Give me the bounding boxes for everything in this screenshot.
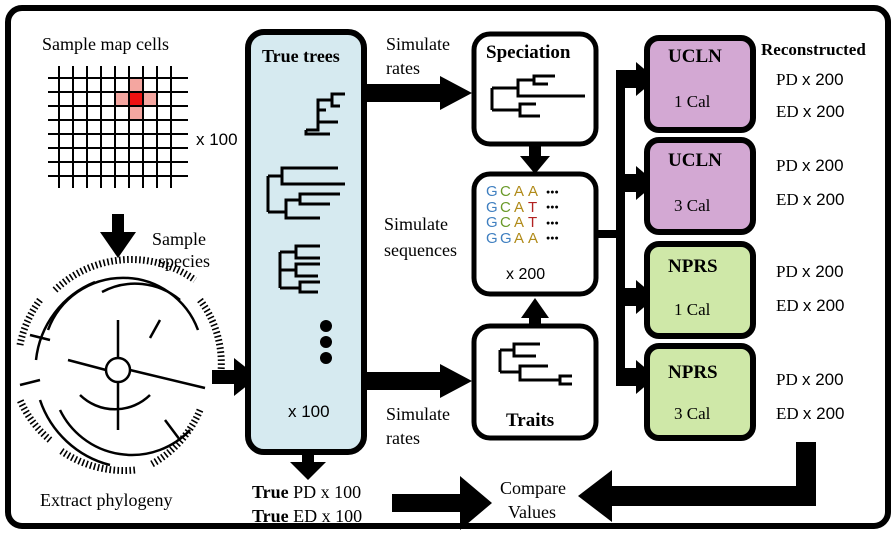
map-cell-neighbor — [115, 92, 129, 106]
simulate-rates-top-line1: Simulate — [386, 34, 450, 54]
sequence-base: C — [500, 214, 511, 232]
traits-tree — [498, 342, 572, 386]
sequence-continuation-icon: ●●● — [546, 235, 559, 243]
method-box-nprs-1cal — [644, 241, 756, 339]
map-cell-center — [129, 92, 143, 106]
method-box-nprs-3cal — [644, 343, 756, 441]
reconstructed-ed-4: ED x 200 — [776, 404, 845, 423]
reconstructed-pd-1: PD x 200 — [776, 70, 844, 89]
true-pd-label: True PD x 100 — [252, 482, 362, 502]
true-trees-box — [245, 29, 367, 455]
speciation-title: Speciation — [486, 42, 571, 63]
arrow-reconstructed-to-compare — [578, 442, 816, 522]
map-cell-neighbor — [129, 78, 143, 92]
method-name-2: UCLN — [668, 150, 722, 171]
method-cal-4: 3 Cal — [674, 404, 711, 423]
sequence-base: G — [486, 214, 498, 232]
method-box-ucln-1cal — [644, 35, 756, 133]
reconstructed-pd-4: PD x 200 — [776, 370, 844, 389]
sequence-base: T — [528, 198, 538, 216]
compare-line2: Values — [508, 502, 556, 522]
method-name-1: UCLN — [668, 46, 722, 67]
method-cal-1: 1 Cal — [674, 92, 711, 111]
map-cell-neighbor — [143, 92, 157, 106]
method-cal-2: 3 Cal — [674, 196, 711, 215]
method-box-ucln-3cal — [644, 137, 756, 235]
sequence-base: G — [486, 229, 498, 247]
compare-line1: Compare — [500, 478, 566, 498]
true-trees-count: x 100 — [288, 402, 330, 421]
simulate-rates-bottom-line1: Simulate — [386, 404, 450, 424]
reconstructed-pd-3: PD x 200 — [776, 262, 844, 281]
map-cell-neighbor — [129, 106, 143, 120]
arrow-to-traits — [364, 364, 472, 398]
method-name-3: NPRS — [668, 256, 718, 277]
sequence-base: G — [486, 198, 498, 216]
arrow-to-speciation — [364, 76, 472, 110]
arrow-true-to-compare — [392, 476, 492, 530]
true-trees-title: True trees — [262, 46, 340, 66]
sample-species-line2: species — [158, 251, 210, 271]
reconstructed-ed-2: ED x 200 — [776, 190, 845, 209]
sequence-continuation-icon: ●●● — [546, 219, 559, 227]
map-title: Sample map cells — [42, 34, 169, 54]
map-count: x 100 — [196, 130, 238, 149]
arrow-traits-to-sequences — [521, 298, 549, 326]
sequence-base: T — [528, 214, 538, 232]
sequence-base: C — [500, 198, 511, 216]
sequence-base: G — [500, 229, 512, 247]
reconstructed-title: Reconstructed — [761, 40, 866, 59]
sequence-base: A — [528, 183, 539, 200]
traits-box — [471, 323, 599, 441]
reconstructed-pd-2: PD x 200 — [776, 156, 844, 175]
simulate-rates-bottom-line2: rates — [386, 428, 420, 448]
arrow-speciation-to-sequences — [520, 144, 550, 174]
true-tree-1 — [304, 92, 345, 136]
sequence-continuation-icon: ●●● — [546, 188, 559, 196]
traits-title: Traits — [506, 410, 555, 431]
simulate-sequences-line2: sequences — [384, 240, 457, 260]
extract-phylogeny-label: Extract phylogeny — [40, 490, 173, 510]
speciation-tree — [490, 74, 585, 118]
sample-species-line1: Sample — [152, 229, 206, 249]
sequence-base: G — [486, 183, 498, 200]
sequence-base: C — [500, 183, 511, 200]
map-grid — [48, 66, 188, 188]
arrow-true-trees-down — [290, 452, 326, 480]
method-cal-3: 1 Cal — [674, 300, 711, 319]
sequence-base: A — [514, 183, 525, 200]
sequence-base: A — [514, 198, 525, 216]
sequence-base: A — [514, 214, 525, 232]
sequences-count: x 200 — [506, 266, 546, 283]
simulate-rates-top-line2: rates — [386, 58, 420, 78]
true-tree-3 — [278, 244, 320, 294]
arrow-map-to-phylogeny — [100, 214, 136, 258]
reconstructed-ed-3: ED x 200 — [776, 296, 845, 315]
true-tree-2 — [266, 166, 345, 220]
method-name-4: NPRS — [668, 362, 718, 383]
sequence-base: A — [514, 229, 525, 247]
sequence-base: A — [528, 229, 539, 247]
simulate-sequences-line1: Simulate — [384, 214, 448, 234]
sequence-continuation-icon: ●●● — [546, 204, 559, 212]
true-ed-label: True ED x 100 — [252, 506, 363, 526]
ellipsis-dots — [320, 320, 332, 364]
reconstructed-ed-1: ED x 200 — [776, 102, 845, 121]
